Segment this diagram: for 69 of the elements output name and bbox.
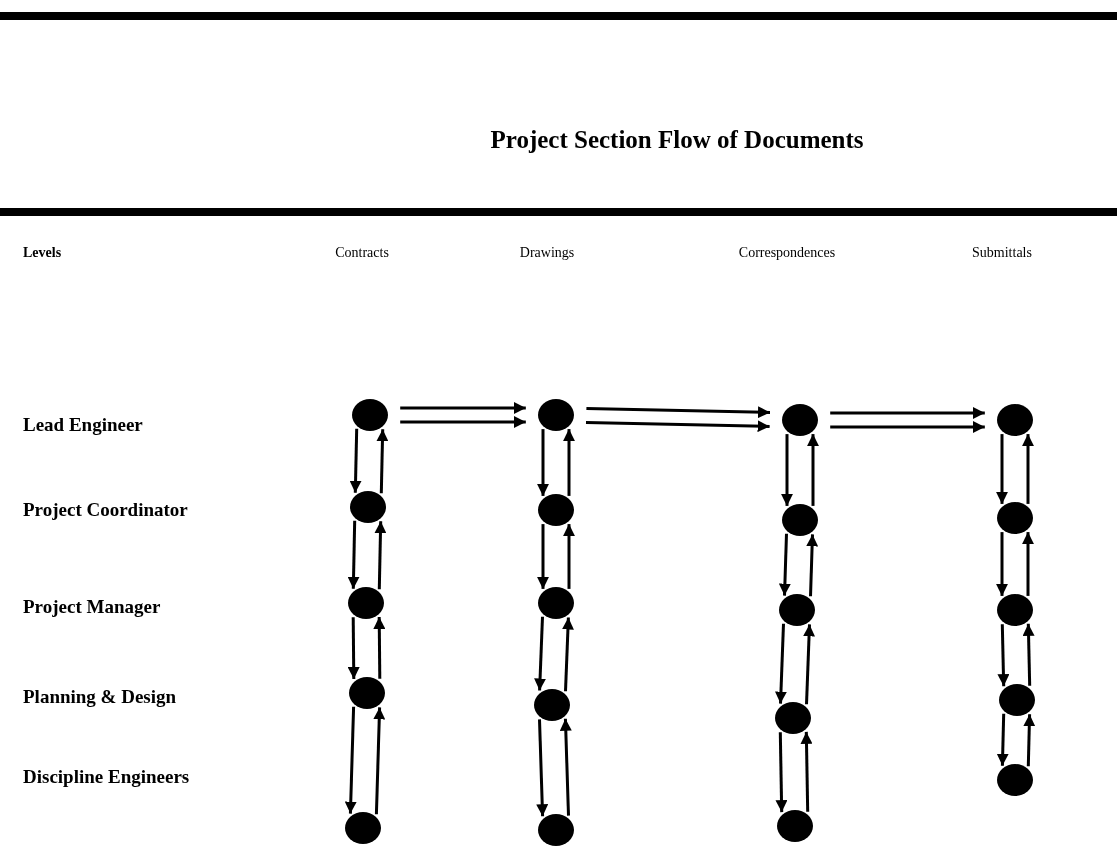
dot-node [997, 502, 1033, 534]
dot-node [538, 814, 574, 846]
row-label: Discipline Engineers [23, 765, 191, 789]
arrow [559, 718, 572, 816]
column-heading: Contracts [335, 245, 389, 261]
arrow [534, 616, 547, 691]
arrow [563, 429, 575, 496]
arrow [1022, 623, 1035, 686]
arrow [374, 521, 387, 590]
arrow [400, 416, 526, 428]
column-heading: Submittals [972, 245, 1032, 261]
arrow [807, 434, 819, 506]
dot-node [997, 764, 1033, 796]
dot-node [348, 587, 384, 619]
column-heading: Drawings [519, 245, 575, 261]
arrow [349, 428, 362, 493]
arrow [586, 406, 771, 419]
arrow [781, 434, 793, 506]
diagram-title: Project Section Flow of Documents [489, 126, 865, 154]
arrow [585, 420, 770, 433]
arrow [778, 533, 791, 596]
dot-node [352, 399, 388, 431]
dot-node [779, 594, 815, 626]
arrow [997, 624, 1010, 687]
arrow [536, 719, 549, 817]
arrow [344, 706, 357, 814]
dot-node [782, 504, 818, 536]
column-heading: Levels [23, 245, 62, 261]
column-heading: Correspondences [738, 245, 836, 261]
arrow [806, 534, 819, 597]
arrow [537, 429, 549, 496]
arrow [830, 407, 985, 419]
dot-node [999, 684, 1035, 716]
arrow [774, 623, 787, 704]
arrow [830, 421, 985, 433]
row-label: Project Coordinator [23, 498, 189, 522]
arrow [996, 532, 1008, 596]
arrow [347, 520, 360, 589]
arrow [537, 524, 549, 589]
arrow [800, 731, 813, 812]
arrow [803, 624, 816, 705]
dot-node [534, 689, 570, 721]
dot-node [775, 702, 811, 734]
dot-node [777, 810, 813, 842]
arrow [561, 617, 574, 692]
arrow [376, 429, 389, 494]
arrow [1022, 532, 1034, 596]
dot-node [997, 594, 1033, 626]
dot-node [997, 404, 1033, 436]
arrow [400, 402, 526, 414]
arrow [775, 732, 788, 813]
dot-node [538, 494, 574, 526]
dot-node [538, 399, 574, 431]
arrow [373, 617, 386, 679]
arrow [563, 524, 575, 589]
arrow [347, 617, 360, 679]
dot-node [345, 812, 381, 844]
arrow [996, 434, 1008, 504]
arrow [1023, 714, 1036, 767]
row-label: Lead Engineer [23, 413, 144, 437]
row-label: Project Manager [23, 595, 162, 619]
arrow [1022, 434, 1034, 504]
dot-node [538, 587, 574, 619]
row-label: Planning & Design [23, 685, 178, 709]
arrow [373, 707, 386, 815]
dot-node [350, 491, 386, 523]
arrow [996, 713, 1009, 766]
dot-node [782, 404, 818, 436]
dot-node [349, 677, 385, 709]
